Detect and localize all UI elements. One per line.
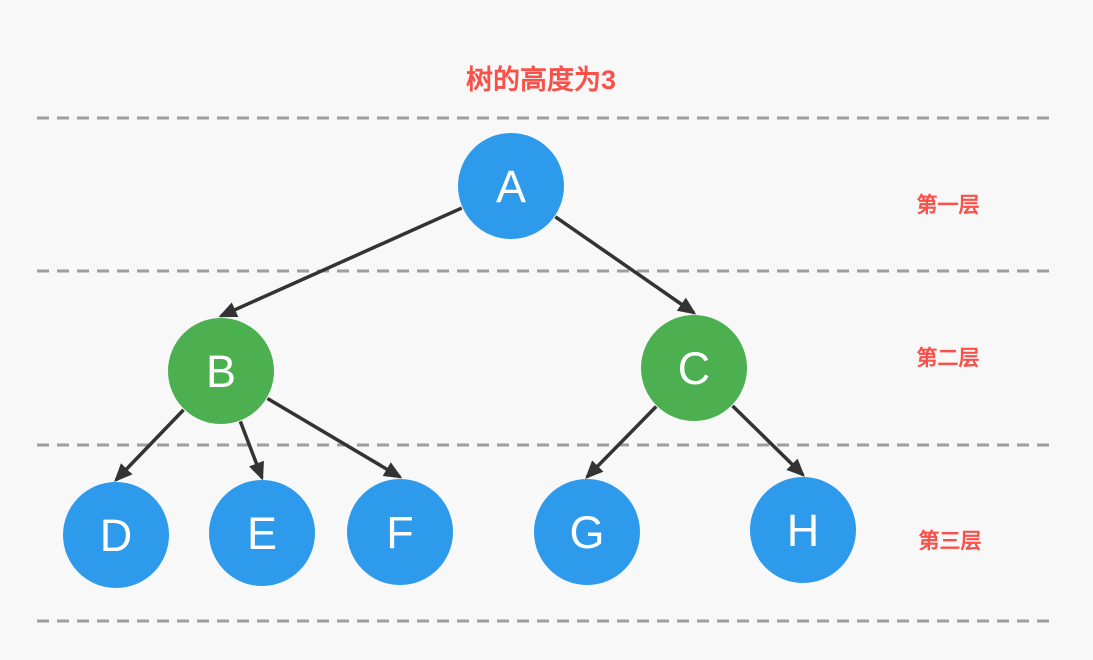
tree-node-c (641, 315, 747, 421)
tree-node-label-g: G (569, 507, 604, 558)
edge-arrow-b-e (238, 420, 264, 481)
tree-node-label-a: A (496, 161, 526, 212)
edge-arrow-b-f (266, 397, 403, 479)
layer-label-3: 第三层 (918, 530, 982, 553)
edge-arrow-c-g (585, 405, 658, 479)
tree-height-title: 树的高度为3 (465, 65, 617, 95)
tree-node-label-f: F (386, 507, 414, 558)
tree-node-label-d: D (100, 510, 133, 561)
layer-label-2: 第二层 (916, 347, 980, 370)
tree-node-label-b: B (206, 346, 236, 397)
tree-node-g (534, 479, 640, 585)
edge-arrow-c-h (731, 404, 805, 477)
tree-node-b (168, 318, 274, 424)
tree-node-e (209, 480, 315, 586)
tree-node-f (347, 479, 453, 585)
edge-arrow-b-d (114, 408, 185, 482)
tree-node-label-e: E (247, 508, 277, 559)
edge-arrow-a-b (218, 206, 463, 318)
tree-node-d (63, 482, 169, 588)
tree-node-a (458, 133, 564, 239)
tree-node-label-h: H (787, 505, 820, 556)
tree-node-label-c: C (678, 343, 711, 394)
tree-node-h (750, 477, 856, 583)
edge-arrow-a-c (554, 215, 697, 315)
layer-label-1: 第一层 (916, 194, 980, 217)
